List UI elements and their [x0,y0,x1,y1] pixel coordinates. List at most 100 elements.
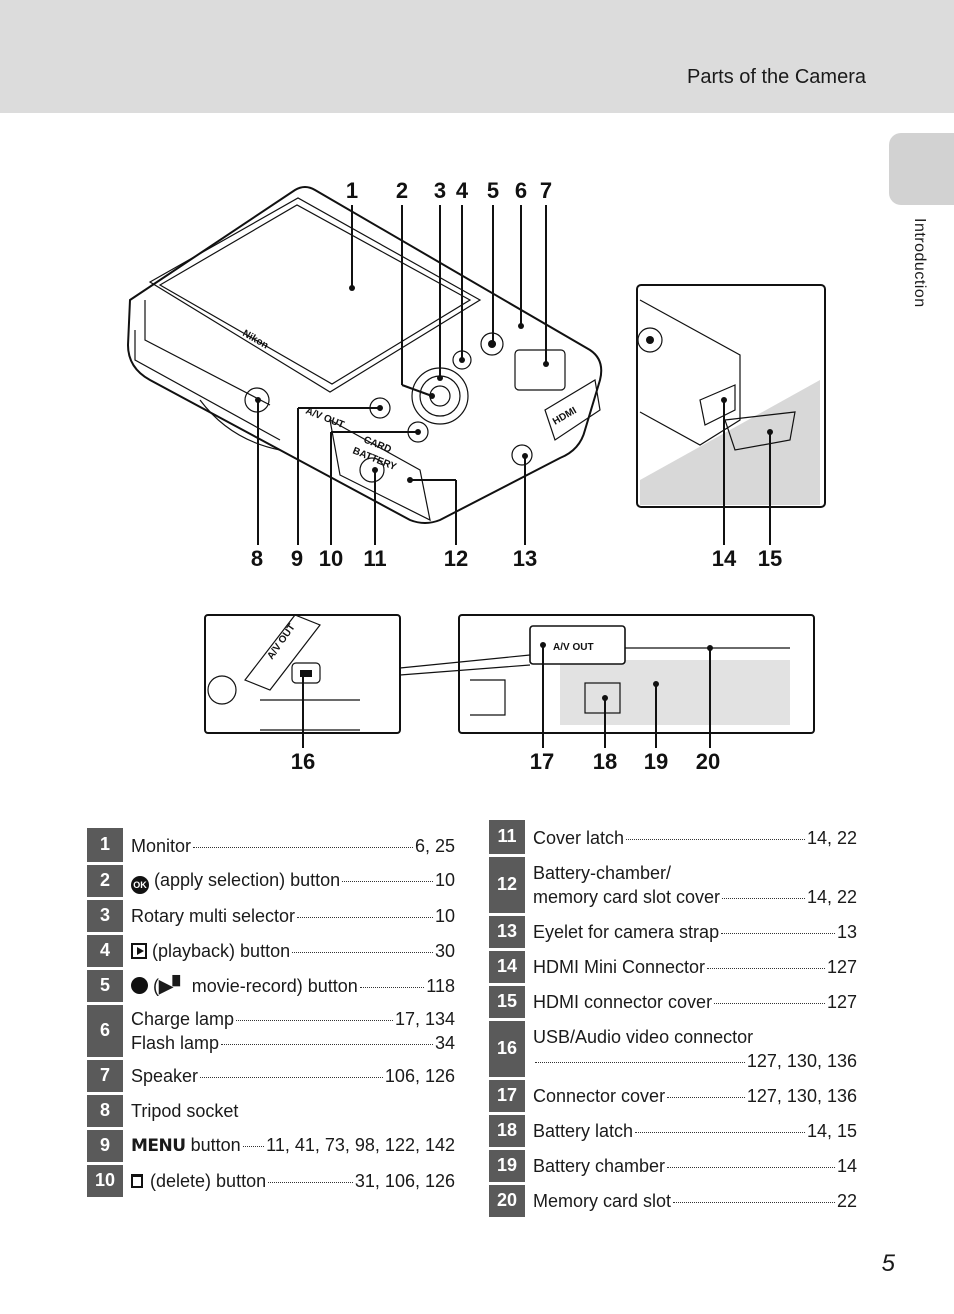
hdmi-mark: HDMI [551,405,579,427]
callout-18: 18 [593,749,617,774]
part-name: Monitor [131,835,192,856]
camera-back-illustration: HDMI Nikon CARD BATTERY A/V OUT [126,186,603,524]
callout-2: 2 [396,178,408,203]
part-number: 11 [489,820,525,857]
paren: ( [153,975,160,996]
part-name: Tripod socket [131,1100,239,1121]
hdmi-inset-illustration [636,284,826,508]
callout-15: 15 [758,546,782,571]
table-row: 4 (playback) button 30 [87,933,455,970]
part-name: (playback) button [152,940,291,961]
playback-icon [131,942,147,959]
leader-lines [255,205,773,748]
callout-13: 13 [513,546,537,571]
av-out-port-mark: A/V OUT [553,642,594,653]
part-pages: 11, 41, 73, 98, 122, 142 [266,1135,455,1155]
part-name: HDMI connector cover [533,991,713,1012]
part-number: 6 [87,1003,123,1060]
part-name: Eyelet for camera strap [533,921,720,942]
table-row: 17 Connector cover 127, 130, 136 [489,1078,857,1115]
menu-icon: MENU [131,1136,186,1156]
part-name: Battery latch [533,1120,634,1141]
callout-5: 5 [487,178,499,203]
part-name: Speaker [131,1065,199,1086]
camera-diagram: HDMI Nikon CARD BATTERY A/V OUT A/V OUT … [126,178,826,774]
parts-table-left: 1 Monitor 6, 25 2 OK (apply selection) bu… [87,828,455,1200]
part-number: 14 [489,949,525,986]
callout-19: 19 [644,749,668,774]
part-pages: 127, 130, 136 [746,1050,857,1071]
part-name: Battery-chamber/ [533,862,672,883]
part-number: 17 [489,1078,525,1115]
part-pages: 22 [836,1190,857,1211]
table-row: 8 Tripod socket [87,1093,455,1130]
part-pages: 127, 130, 136 [746,1085,857,1106]
part-pages: 14 [836,1155,857,1176]
table-row: 5 (▶▘ movie-record) button 118 [87,968,455,1005]
callout-6: 6 [515,178,527,203]
part-pages: 10 [434,869,455,890]
part-number: 5 [87,968,123,1005]
part-pages: 106, 126 [384,1065,455,1086]
part-name: Cover latch [533,827,625,848]
table-row: 16 USB/Audio video connector 127, 130, 1… [489,1019,857,1080]
table-row: 2 OK (apply selection) button 10 [87,863,455,900]
part-name: USB/Audio video connector [533,1026,754,1047]
section-tab [889,133,954,205]
av-out-mark: A/V OUT [304,406,346,431]
table-row: 12 Battery-chamber/ memory card slot cov… [489,855,857,916]
part-name: Charge lamp [131,1008,235,1029]
part-number: 4 [87,933,123,970]
ok-icon: OK [131,875,149,894]
part-number: 7 [87,1058,123,1095]
part-name: movie-record) button [191,975,358,996]
part-number: 1 [87,828,123,865]
movie-icon: ▶▘ [159,975,187,996]
part-pages: 6, 25 [414,835,455,856]
part-pages: 17, 134 [394,1008,455,1029]
part-number: 15 [489,984,525,1021]
callout-7: 7 [540,178,552,203]
part-name: (delete) button [150,1170,267,1191]
trash-icon [131,1173,143,1188]
callout-11: 11 [363,546,386,571]
header-band [0,0,954,113]
part-pages: 118 [426,975,455,996]
callout-16: 16 [291,749,315,774]
part-number: 20 [489,1183,525,1220]
part-pages: 127 [826,956,857,977]
table-row: 7 Speaker 106, 126 [87,1058,455,1095]
part-pages: 31, 106, 126 [354,1170,455,1191]
section-tab-label: Introduction [911,218,928,308]
callout-20: 20 [696,749,720,774]
part-name: (apply selection) button [154,869,341,890]
part-pages: 127 [826,991,857,1012]
page-title: Parts of the Camera [687,66,866,88]
part-number: 8 [87,1093,123,1130]
part-number: 16 [489,1019,525,1080]
callout-10: 10 [319,546,343,571]
table-row: 1 Monitor 6, 25 [87,828,455,865]
part-pages: 10 [434,905,455,926]
part-number: 2 [87,863,123,900]
record-icon [131,976,148,994]
battery-chamber-inset-illustration: A/V OUT [399,614,815,734]
part-pages: 30 [434,940,455,961]
part-name: Connector cover [533,1085,666,1106]
callout-12: 12 [444,546,468,571]
part-number: 3 [87,898,123,935]
callout-4: 4 [456,178,469,203]
callout-14: 14 [712,546,737,571]
part-name-2: Flash lamp [131,1032,220,1053]
callout-1: 1 [346,178,358,203]
